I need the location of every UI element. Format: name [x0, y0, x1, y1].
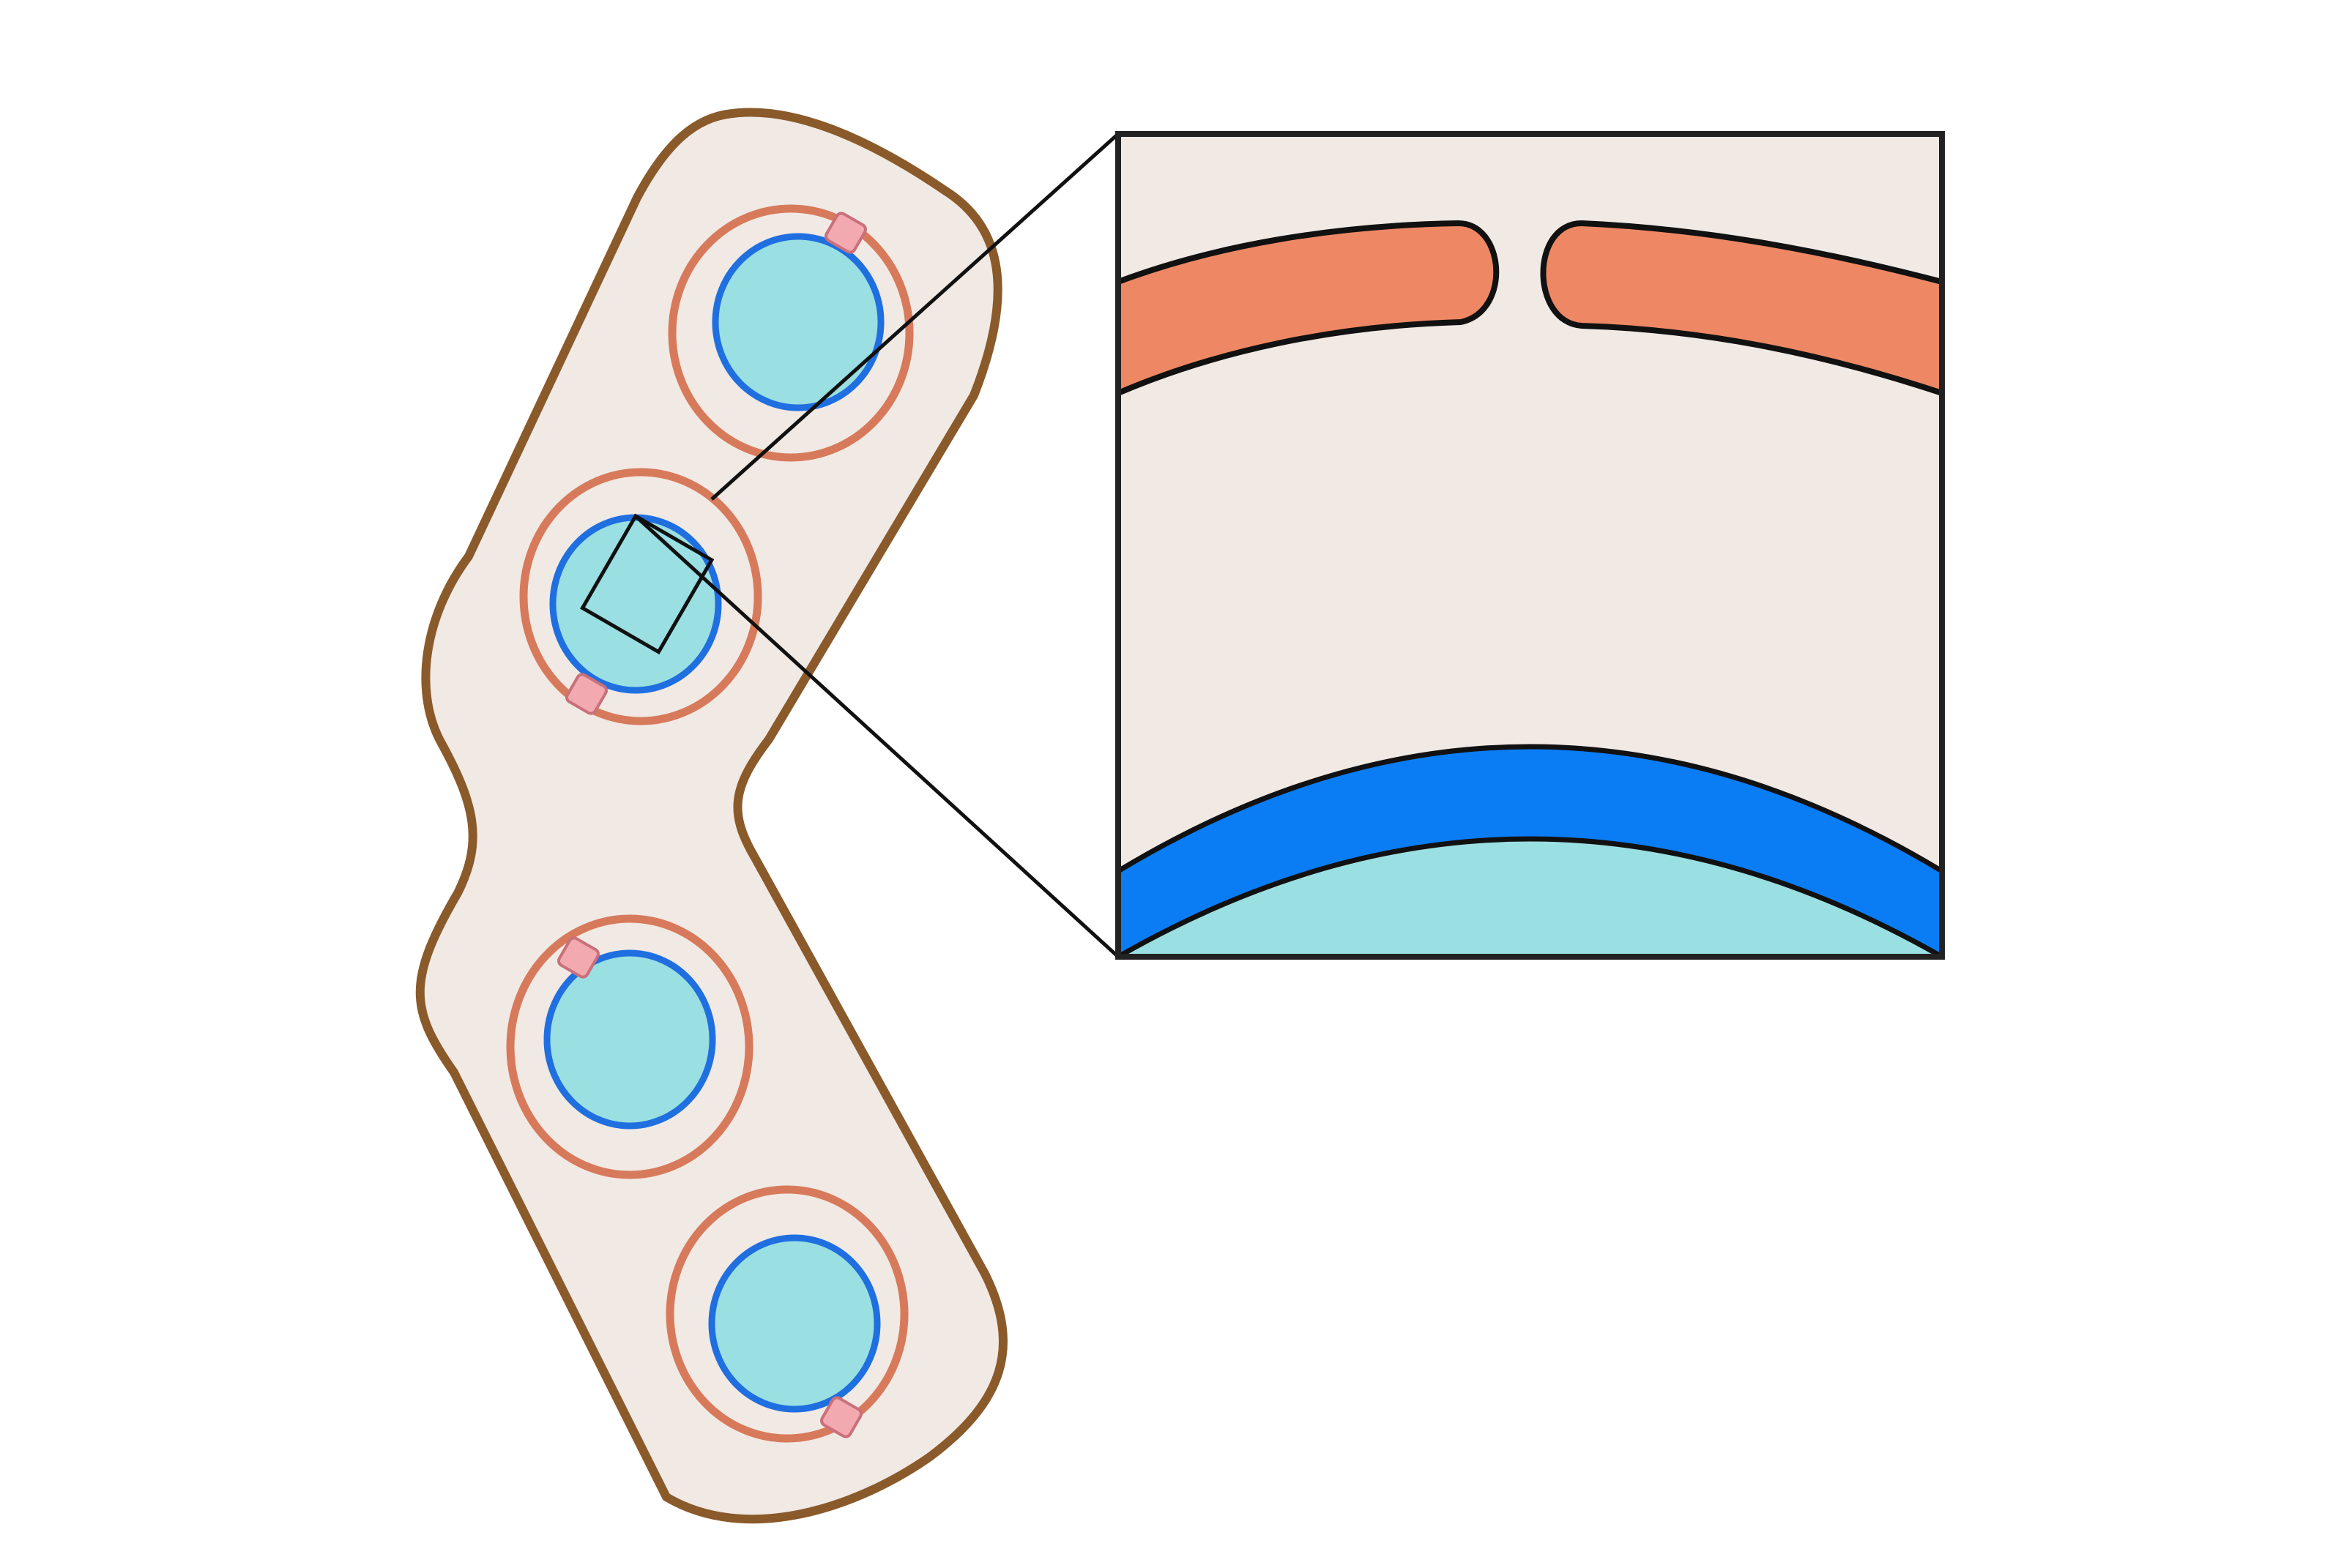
compartment-top: [668, 204, 914, 462]
lumen: [549, 514, 722, 694]
zoom-outer-membrane-right: [1540, 220, 1942, 396]
cell-body: [415, 108, 1008, 1524]
inset-frame: [1115, 131, 1945, 960]
compartment-lower-middle: [506, 914, 753, 1179]
lumen: [712, 233, 885, 411]
pore: [565, 673, 608, 715]
zoom-inner-membrane: [1118, 744, 1942, 957]
zoom-outer-membrane-left: [1118, 220, 1500, 396]
zoom-connector: [580, 132, 1120, 958]
pore: [825, 212, 867, 254]
zoom-source-box: [580, 513, 715, 654]
outer-membrane: [519, 468, 762, 725]
zoom-line-bottom: [634, 515, 1120, 958]
compartment-upper-middle: [519, 468, 762, 725]
pore: [820, 1396, 863, 1438]
outer-membrane: [506, 914, 753, 1179]
zoom-line-top: [710, 132, 1120, 501]
compartment-bottom: [666, 1185, 909, 1443]
outer-membrane: [668, 204, 914, 462]
pore: [557, 936, 600, 979]
outer-membrane: [666, 1185, 909, 1443]
lumen: [708, 1234, 881, 1413]
magnified-inset: [1115, 131, 1945, 960]
lumen: [543, 949, 716, 1130]
